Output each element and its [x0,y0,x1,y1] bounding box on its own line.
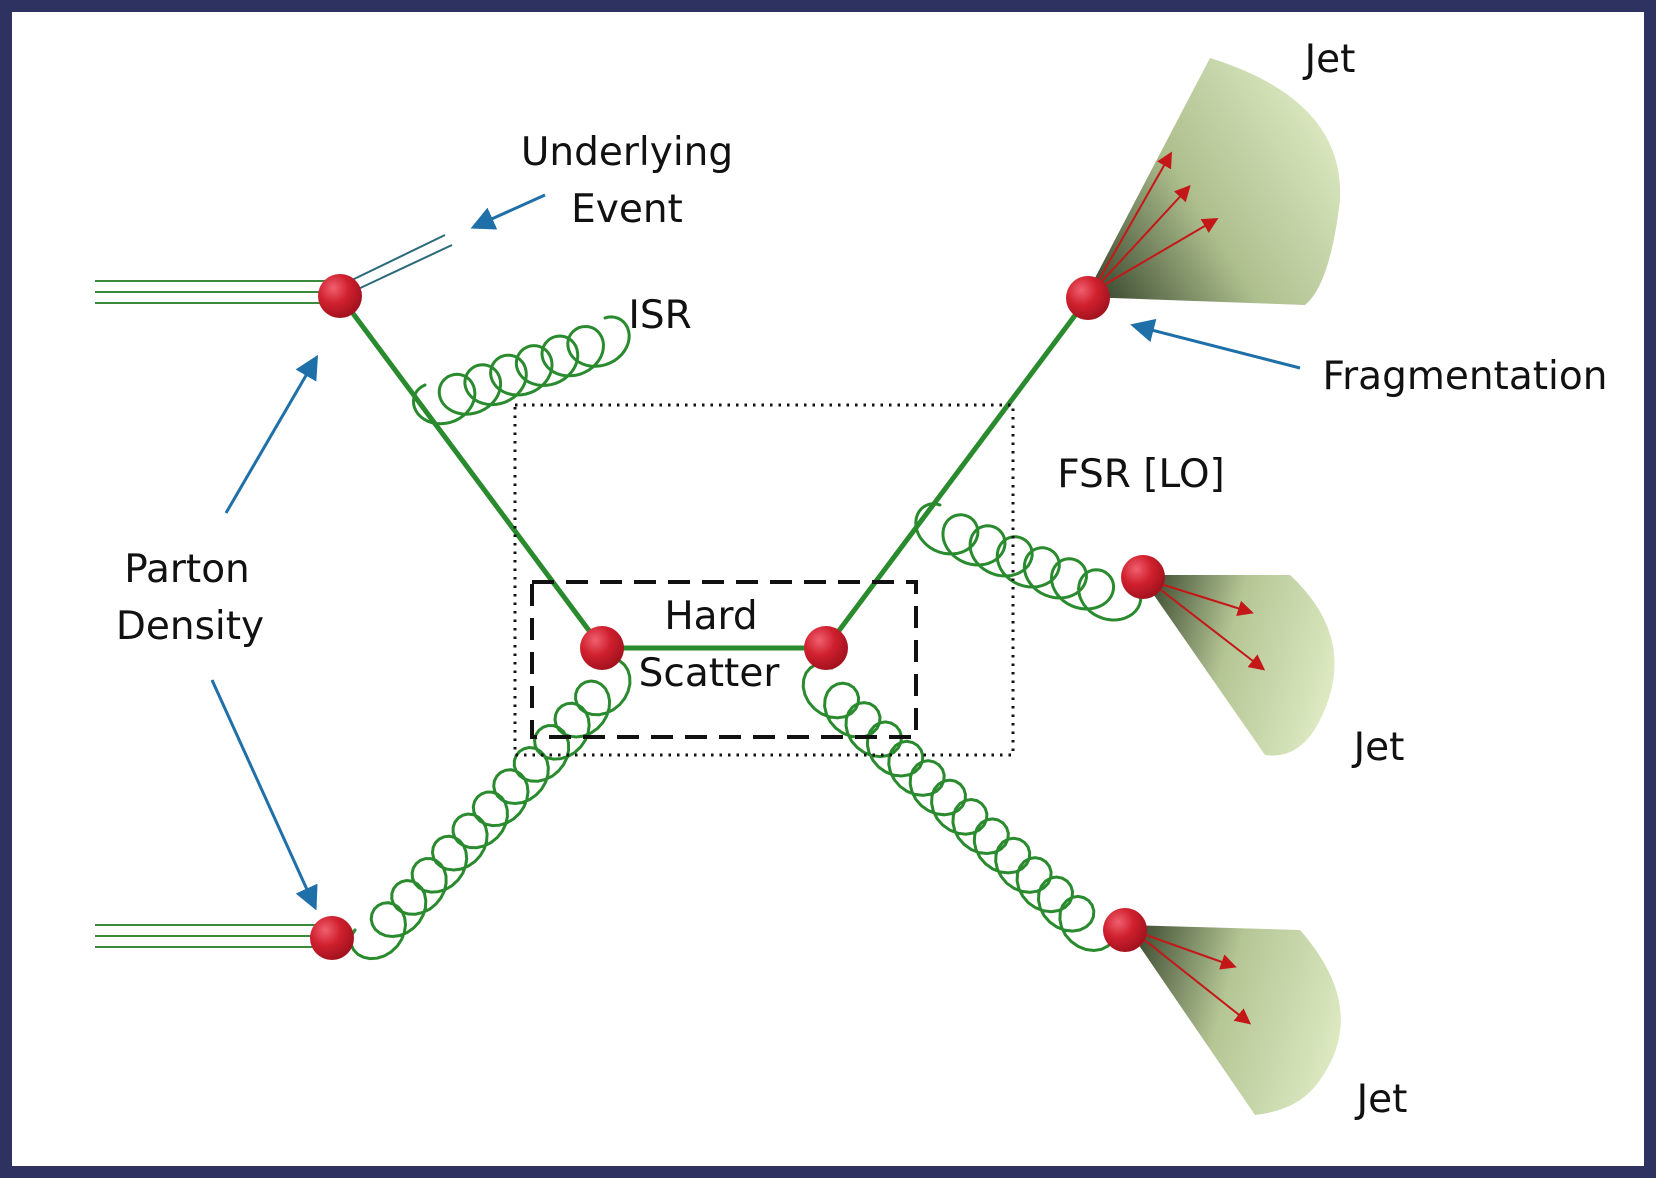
underlying-event-lines [351,234,453,291]
gluon-incoming [349,657,632,961]
jet-cone-bottom [1125,925,1341,1115]
vertex-lower-jet [1103,908,1147,952]
jet-bottom-particles [1131,929,1252,1025]
label-fragmentation: Fragmentation [1323,354,1608,399]
vertex-upper-proton [318,274,362,318]
quark-line-outgoing [823,295,1091,651]
pointer-arrows [210,193,1301,911]
label-hard-scatter-line2: Scatter [639,651,781,696]
jet-mid-particles [1147,579,1266,671]
beam-upper [95,280,325,304]
vertex-hard-left [580,626,624,670]
quark-lines [337,293,1091,651]
label-underlying-event-line1: Underlying [521,130,733,175]
vertex-fragmentation [1066,276,1110,320]
particle-arrow [1131,929,1252,1025]
label-isr: ISR [628,293,691,338]
label-parton-density-line1: Parton [124,547,250,592]
gluon-lines [349,315,1143,961]
label-jet-top: Jet [1302,37,1356,82]
jet-cone-middle [1140,575,1335,756]
gluon-fsr [914,502,1143,622]
nlo-region-box [513,403,1015,757]
beam-lower [95,924,325,948]
quark-line-incoming [337,293,605,651]
particle-arrow [1091,151,1172,293]
particle-arrow [1091,217,1219,293]
particle-arrow [1147,579,1266,671]
vertex-hard-right [804,626,848,670]
jet-cone-top [1085,58,1341,305]
jet-top-particles [1091,151,1219,293]
particle-arrow [1147,579,1254,617]
label-fsr: FSR [LO] [1057,452,1224,497]
vertices [310,274,1165,960]
parton-density-arrow-down [210,679,318,911]
gluon-outgoing [801,662,1117,953]
label-underlying-event-line2: Event [571,187,683,232]
gluon-isr [411,315,631,426]
particle-arrow [1131,929,1237,970]
parton-density-arrow-up [224,354,319,514]
vertex-lower-proton [310,916,354,960]
label-jet-bottom: Jet [1354,1077,1408,1122]
label-parton-density-line2: Density [116,604,264,649]
underlying-event-arrow [470,193,546,230]
fragmentation-arrow [1130,318,1301,370]
label-jet-middle: Jet [1351,725,1405,770]
hard-scatter-box [530,580,918,739]
particle-arrow [1091,185,1191,293]
vertex-fsr-jet [1121,555,1165,599]
label-hard-scatter-line1: Hard [664,594,757,639]
